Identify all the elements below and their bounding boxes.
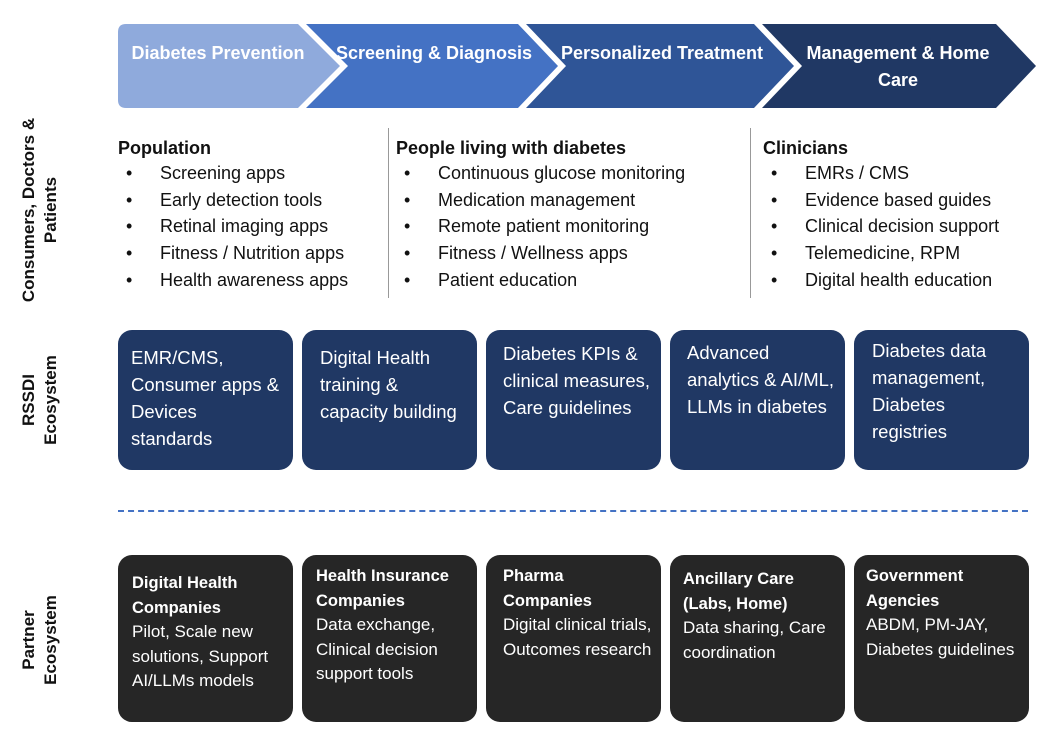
list-item: Digital health education [763,267,999,294]
partner-box: Health Insurance Companies Data exchange… [302,555,477,722]
column-title: People living with diabetes [396,138,627,158]
rssdi-box: Diabetes data management, Diabetes regis… [854,330,1029,470]
row-label-consumers: Consumers, Doctors & Patients [19,117,60,303]
divider [750,128,751,298]
list-item: Early detection tools [118,187,348,214]
rssdi-box: Digital Health training & capacity build… [302,330,477,470]
partner-box: Digital Health Companies Pilot, Scale ne… [118,555,293,722]
chevron-prevention [118,24,340,108]
dashed-separator [118,510,1028,512]
partner-text: Pilot, Scale new solutions, Support AI/L… [132,622,269,690]
list-item: Telemedicine, RPM [763,240,999,267]
partner-title: Pharma Companies [503,567,592,610]
list-item: Fitness / Nutrition apps [118,240,348,267]
column-title: Population [118,138,211,158]
rssdi-box: EMR/CMS, Consumer apps & Devices standar… [118,330,293,470]
stage-label: Screening & Diagnosis [335,43,533,63]
chevron-treatment [526,24,794,108]
partner-text: Data exchange, Clinical decision support… [316,615,438,683]
list-item: Clinical decision support [763,213,999,240]
row-label-partner: Partner Ecosystem [19,595,60,685]
list-item: Health awareness apps [118,267,348,294]
row-label-rssdi: RSSDI Ecosystem [19,355,60,445]
list-item: Retinal imaging apps [118,213,348,240]
partner-box: Pharma Companies Digital clinical trials… [486,555,661,722]
list-item: Patient education [396,267,685,294]
rssdi-box: Diabetes KPIs & clinical measures, Care … [486,330,661,470]
rssdi-box: Advanced analytics & AI/ML, LLMs in diab… [670,330,845,470]
stage-label: Management & Home Care [806,43,990,90]
chevron-screening [306,24,558,108]
list-item: Evidence based guides [763,187,999,214]
partner-title: Ancillary Care (Labs, Home) [683,570,794,613]
list-item: Screening apps [118,160,348,187]
partner-title: Digital Health Companies [132,574,238,617]
stage-label: Personalized Treatment [560,43,764,63]
partner-text: Digital clinical trials, Outcomes resear… [503,615,652,659]
chevron-management [762,24,1036,108]
list-item: Remote patient monitoring [396,213,685,240]
list-item: Continuous glucose monitoring [396,160,685,187]
column-title: Clinicians [763,138,849,158]
stage-chevrons [118,24,1036,108]
column-people: People living with diabetes Continuous g… [396,136,685,294]
list-item: Medication management [396,187,685,214]
partner-text: ABDM, PM-JAY, Diabetes guidelines [866,615,1015,659]
stage-label: Diabetes Prevention [131,43,305,63]
partner-box: Ancillary Care (Labs, Home) Data sharing… [670,555,845,722]
partner-text: Data sharing, Care coordination [683,618,826,662]
partner-title: Health Insurance Companies [316,567,449,610]
partner-box: Government Agencies ABDM, PM-JAY, Diabet… [854,555,1029,722]
list-item: EMRs / CMS [763,160,999,187]
partner-title: Government Agencies [866,567,964,610]
divider [388,128,389,298]
list-item: Fitness / Wellness apps [396,240,685,267]
column-population: Population Screening apps Early detectio… [118,136,348,294]
column-clinicians: Clinicians EMRs / CMS Evidence based gui… [763,136,999,294]
